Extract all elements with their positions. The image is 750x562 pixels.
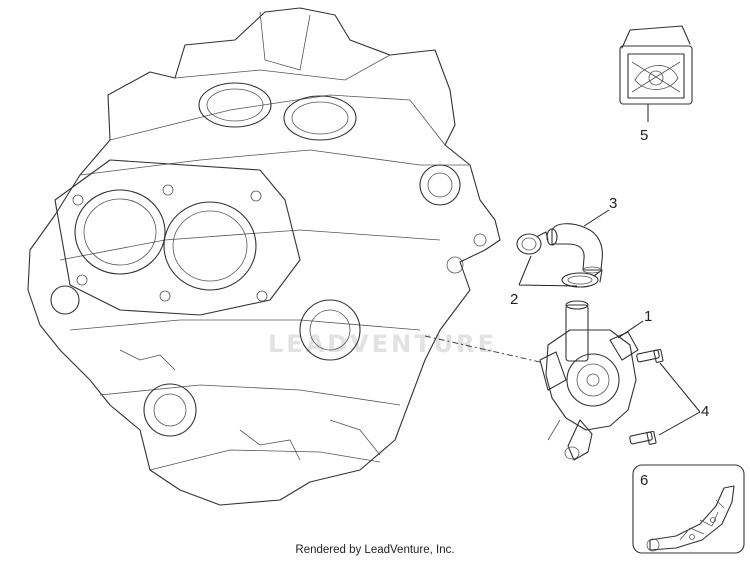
leader-lines	[518, 104, 701, 436]
bracket-part	[632, 464, 745, 554]
footer-credit: Rendered by LeadVenture, Inc.	[295, 544, 455, 556]
kit-pack-part	[619, 25, 693, 105]
callout-2: 2	[510, 291, 519, 308]
callout-5: 5	[640, 127, 649, 144]
engine-crankcase	[27, 7, 501, 506]
callout-1: 1	[644, 308, 653, 325]
water-pump-part	[539, 300, 639, 461]
screw-parts	[629, 348, 664, 445]
callout-4: 4	[701, 403, 710, 420]
hose-clamp-parts	[516, 231, 603, 288]
watermark: LEADVENTURE	[268, 330, 497, 358]
callout-6: 6	[640, 472, 649, 489]
callout-3: 3	[609, 195, 618, 212]
elbow-hose-part	[546, 223, 603, 274]
assembly-centerline	[424, 335, 541, 363]
